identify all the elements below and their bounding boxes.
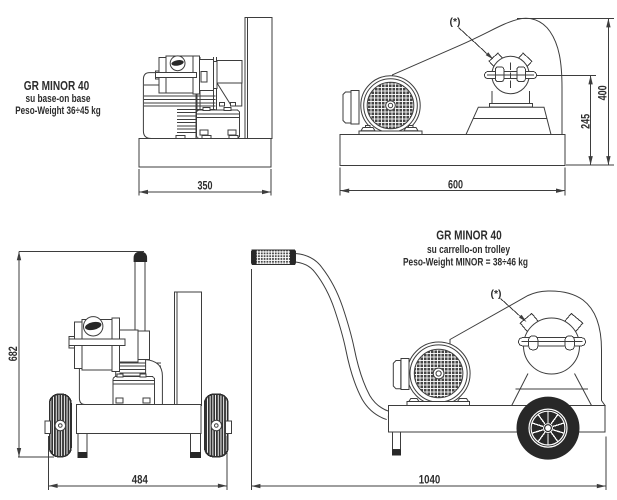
svg-text:484: 484	[132, 474, 149, 486]
svg-text:1040: 1040	[419, 475, 441, 487]
svg-text:(*): (*)	[450, 17, 461, 28]
svg-text:su base-on base: su base-on base	[26, 93, 91, 105]
svg-text:GR MINOR 40: GR MINOR 40	[436, 229, 502, 243]
svg-text:GR MINOR 40: GR MINOR 40	[24, 79, 90, 93]
svg-text:400: 400	[597, 85, 609, 100]
svg-text:600: 600	[448, 179, 463, 191]
svg-text:Peso-Weight 36÷45 kg: Peso-Weight 36÷45 kg	[15, 105, 101, 117]
svg-text:Peso-Weight MINOR = 38÷46 kg: Peso-Weight MINOR = 38÷46 kg	[403, 257, 528, 269]
svg-text:682: 682	[8, 346, 20, 361]
svg-text:(*): (*)	[491, 289, 502, 300]
svg-text:su carrello-on trolley: su carrello-on trolley	[427, 244, 511, 256]
svg-text:350: 350	[198, 180, 213, 192]
svg-text:245: 245	[580, 113, 592, 128]
